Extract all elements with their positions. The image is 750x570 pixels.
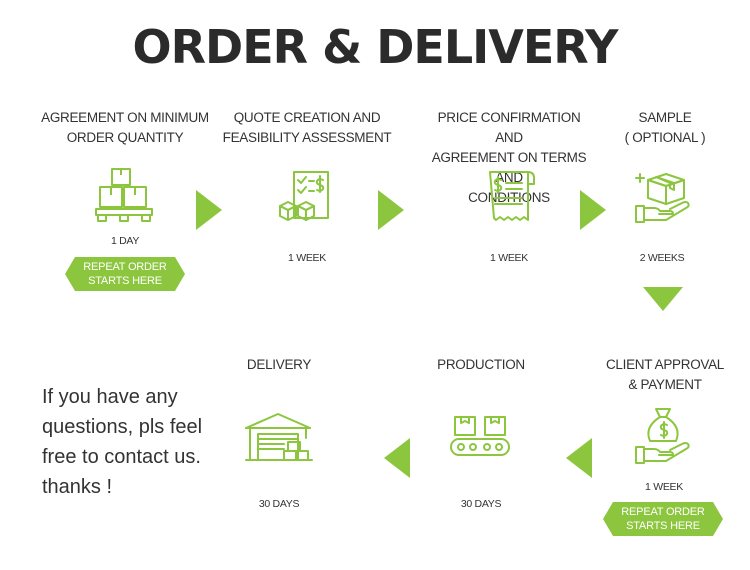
pallet-boxes-icon bbox=[95, 168, 153, 222]
step-label: ORDER QUANTITY bbox=[66, 130, 184, 145]
contact-line: If you have any bbox=[42, 386, 178, 408]
contact-line: free to contact us. bbox=[42, 446, 201, 468]
badge-line: REPEAT ORDER bbox=[83, 261, 167, 273]
step-label: QUOTE CREATION AND bbox=[233, 110, 381, 125]
step-label: AGREEMENT ON MINIMUM bbox=[41, 110, 209, 125]
arrow-left-icon bbox=[384, 438, 410, 478]
hand-box-icon bbox=[635, 173, 690, 223]
step-label: FEASIBILITY ASSESSMENT bbox=[222, 130, 392, 145]
step-quote-creation: QUOTE CREATION AND FEASIBILITY ASSESSMEN… bbox=[222, 108, 392, 148]
step-label: & PAYMENT bbox=[628, 377, 702, 392]
contact-line: thanks ! bbox=[42, 476, 113, 498]
step-agreement-moq: AGREEMENT ON MINIMUM ORDER QUANTITY bbox=[40, 108, 210, 148]
badge-line: STARTS HERE bbox=[88, 275, 162, 287]
step-label: AGREEMENT ON TERMS AND bbox=[431, 150, 587, 185]
conveyor-icon bbox=[450, 416, 510, 456]
step-duration: 1 DAY bbox=[110, 235, 140, 247]
arrow-down-icon bbox=[643, 287, 683, 311]
quote-checklist-icon bbox=[279, 171, 329, 221]
badge-line: REPEAT ORDER bbox=[621, 506, 705, 518]
badge-line: STARTS HERE bbox=[626, 520, 700, 532]
step-duration: 30 DAYS bbox=[460, 498, 502, 510]
step-label: ( OPTIONAL ) bbox=[624, 130, 706, 145]
arrow-left-icon bbox=[566, 438, 592, 478]
arrow-right-icon bbox=[378, 190, 404, 230]
arrow-right-icon bbox=[196, 190, 222, 230]
contact-line: questions, pls feel bbox=[42, 416, 203, 438]
repeat-order-badge: REPEAT ORDER STARTS HERE bbox=[603, 502, 723, 536]
step-duration: 1 WEEK bbox=[490, 252, 528, 264]
step-duration: 2 WEEKS bbox=[639, 252, 685, 264]
step-duration: 30 DAYS bbox=[258, 498, 300, 510]
warehouse-icon bbox=[245, 413, 313, 461]
page-title: ORDER & DELIVERY bbox=[132, 20, 619, 74]
step-client-approval: CLIENT APPROVAL & PAYMENT bbox=[580, 355, 750, 395]
step-sample: SAMPLE ( OPTIONAL ) bbox=[580, 108, 750, 148]
step-label: PRICE CONFIRMATION AND bbox=[437, 110, 581, 145]
step-label: CLIENT APPROVAL bbox=[605, 357, 725, 372]
hand-money-bag-icon bbox=[635, 408, 690, 464]
step-label: DELIVERY bbox=[246, 357, 312, 372]
receipt-icon bbox=[489, 171, 535, 221]
arrow-right-icon bbox=[580, 190, 606, 230]
step-label: PRODUCTION bbox=[437, 357, 525, 372]
repeat-order-badge: REPEAT ORDER STARTS HERE bbox=[65, 257, 185, 291]
step-production: PRODUCTION bbox=[396, 355, 566, 375]
contact-message: If you have any questions, pls feel free… bbox=[42, 382, 242, 502]
step-label: SAMPLE bbox=[638, 110, 692, 125]
step-duration: 1 WEEK bbox=[645, 481, 683, 493]
step-delivery: DELIVERY bbox=[194, 355, 364, 375]
step-duration: 1 WEEK bbox=[288, 252, 326, 264]
